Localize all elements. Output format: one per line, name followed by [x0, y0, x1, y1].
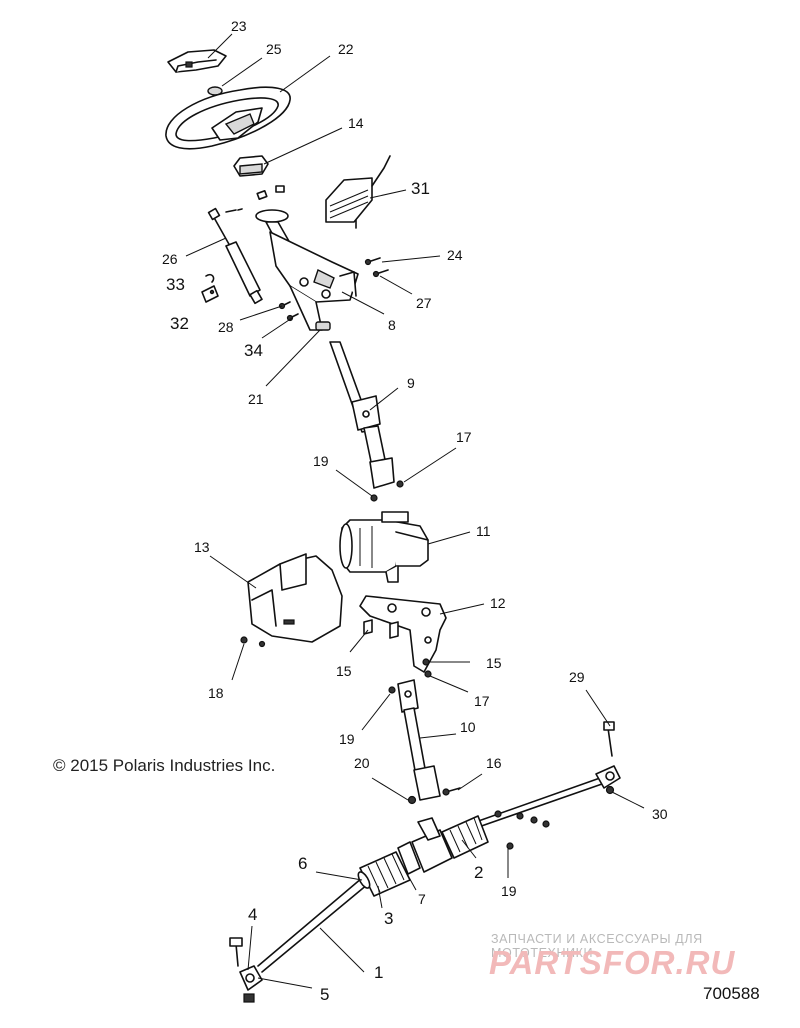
callout-7: 7: [418, 891, 426, 907]
callout-14: 14: [348, 115, 364, 131]
callout-9: 9: [407, 375, 415, 391]
part-32-bracket: [201, 285, 219, 303]
callout-23: 23: [231, 18, 247, 34]
part-17-nut-upper: [396, 480, 404, 488]
callout-4: 4: [248, 905, 257, 924]
callout-5: 5: [320, 985, 329, 1004]
callout-13: 13: [194, 539, 210, 555]
part-18-screw: [240, 636, 266, 648]
watermark-logo: PARTSFOR.RU: [489, 944, 736, 981]
callout-10: 10: [460, 719, 476, 735]
part-22-steering-wheel: [165, 86, 291, 150]
callout-21: 21: [248, 391, 264, 407]
callout-8: 8: [388, 317, 396, 333]
callout-26: 26: [162, 251, 178, 267]
part-1-tie-rod: [257, 877, 369, 973]
part-24-bolt: [364, 257, 381, 266]
callout-11: 11: [476, 523, 491, 539]
callout-15-left: 15: [336, 663, 352, 679]
part-17-nut-lower: [424, 670, 432, 678]
part-26-gas-strut: [207, 207, 263, 305]
part-4-tie-rod-end-bolt: [229, 937, 243, 967]
callout-12: 12: [490, 595, 506, 611]
part-6-boot-band: [357, 871, 371, 889]
part-30-nut: [605, 785, 615, 795]
callout-33: 33: [166, 275, 185, 294]
leader-lines: [185, 33, 645, 989]
callout-17-upper: 17: [456, 429, 472, 445]
callout-28: 28: [218, 319, 234, 335]
part-28-bolt: [278, 301, 291, 310]
callout-32: 32: [170, 314, 189, 333]
part-10-lower-shaft: [397, 679, 441, 801]
callout-3: 3: [384, 909, 393, 928]
part-2-steering-rack: [359, 765, 621, 897]
callout-34: 34: [244, 341, 263, 360]
part-33-clip: [205, 273, 215, 283]
drawing-number: 700588: [703, 984, 760, 1003]
callout-25: 25: [266, 41, 282, 57]
copyright-notice: © 2015 Polaris Industries Inc.: [53, 756, 276, 775]
part-20-nut: [407, 795, 417, 805]
part-21-bushing: [315, 321, 331, 331]
part-9-upper-shaft: [329, 341, 395, 489]
callout-15-right: 15: [486, 655, 502, 671]
callout-31: 31: [411, 179, 430, 198]
part-11-eps-unit: [339, 511, 429, 583]
part-15-bolt-left: [363, 619, 399, 639]
callout-19-upper: 19: [313, 453, 329, 469]
part-34-bolt: [286, 313, 299, 322]
callout-24: 24: [447, 247, 463, 263]
callout-20: 20: [354, 755, 370, 771]
callout-18: 18: [208, 685, 224, 701]
callout-22: 22: [338, 41, 354, 57]
callout-19-middle: 19: [339, 731, 355, 747]
callout-29: 29: [569, 669, 585, 685]
callout-27: 27: [416, 295, 432, 311]
part-19-bolt-upper: [370, 494, 378, 502]
callout-30: 30: [652, 806, 668, 822]
part-29-bolt: [603, 721, 615, 757]
callouts: 23 25 22 14 31 26 24 33 27 32 28 8 34 9 …: [162, 18, 668, 1004]
callout-16: 16: [486, 755, 502, 771]
watermark-tagline: ЗАПЧАСТИ И АКСЕССУАРЫ ДЛЯ МОТОТЕХНИКИ: [491, 932, 703, 960]
part-13-cover: [247, 553, 343, 643]
callout-1: 1: [374, 963, 383, 982]
part-8-column-bracket: [255, 209, 359, 331]
part-12-bracket: [359, 595, 447, 673]
small-hardware-upper: [225, 185, 285, 213]
part-31-switch-harness: [325, 155, 391, 229]
callout-6: 6: [298, 854, 307, 873]
part-27-bolt: [372, 269, 389, 278]
part-15-bolt-right: [422, 658, 430, 666]
part-16-bolt: [442, 787, 461, 796]
callout-19-lower: 19: [501, 883, 517, 899]
part-5-tie-rod-end: [239, 965, 263, 1003]
part-23-wheel-cover: [167, 49, 227, 73]
part-14-hub: [233, 155, 269, 177]
part-19-nuts-lower: [494, 810, 550, 850]
callout-2: 2: [474, 863, 483, 882]
callout-17-lower: 17: [474, 693, 490, 709]
part-19-bolt-middle: [388, 686, 396, 694]
